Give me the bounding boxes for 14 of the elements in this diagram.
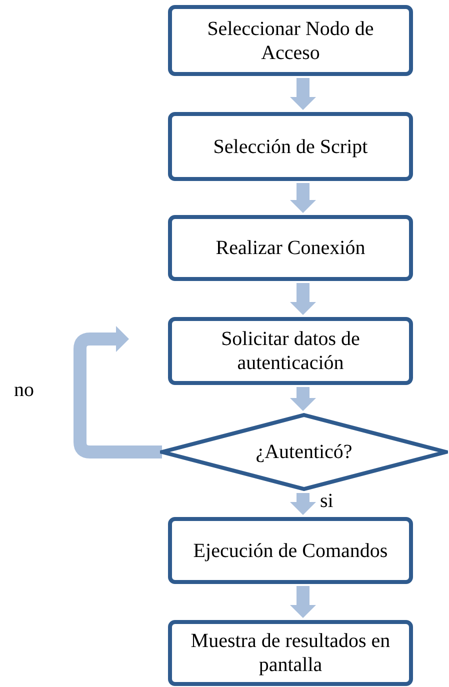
process-box: Muestra de resultados en pantalla	[168, 620, 413, 686]
block-arrow	[290, 493, 316, 515]
decision-diamond: ¿Autenticó?	[160, 413, 448, 491]
process-box: Selección de Script	[168, 112, 413, 181]
block-arrow	[290, 78, 316, 110]
process-box: Realizar Conexión	[168, 215, 413, 281]
block-arrow	[290, 586, 316, 618]
process-box: Seleccionar Nodo de Acceso	[168, 5, 413, 76]
process-box: Solicitar datos de autenticación	[168, 317, 413, 385]
block-arrow	[290, 283, 316, 315]
block-arrow	[290, 387, 316, 411]
process-box: Ejecución de Comandos	[168, 517, 413, 584]
block-arrow	[290, 183, 316, 213]
block-arrow	[74, 326, 162, 458]
